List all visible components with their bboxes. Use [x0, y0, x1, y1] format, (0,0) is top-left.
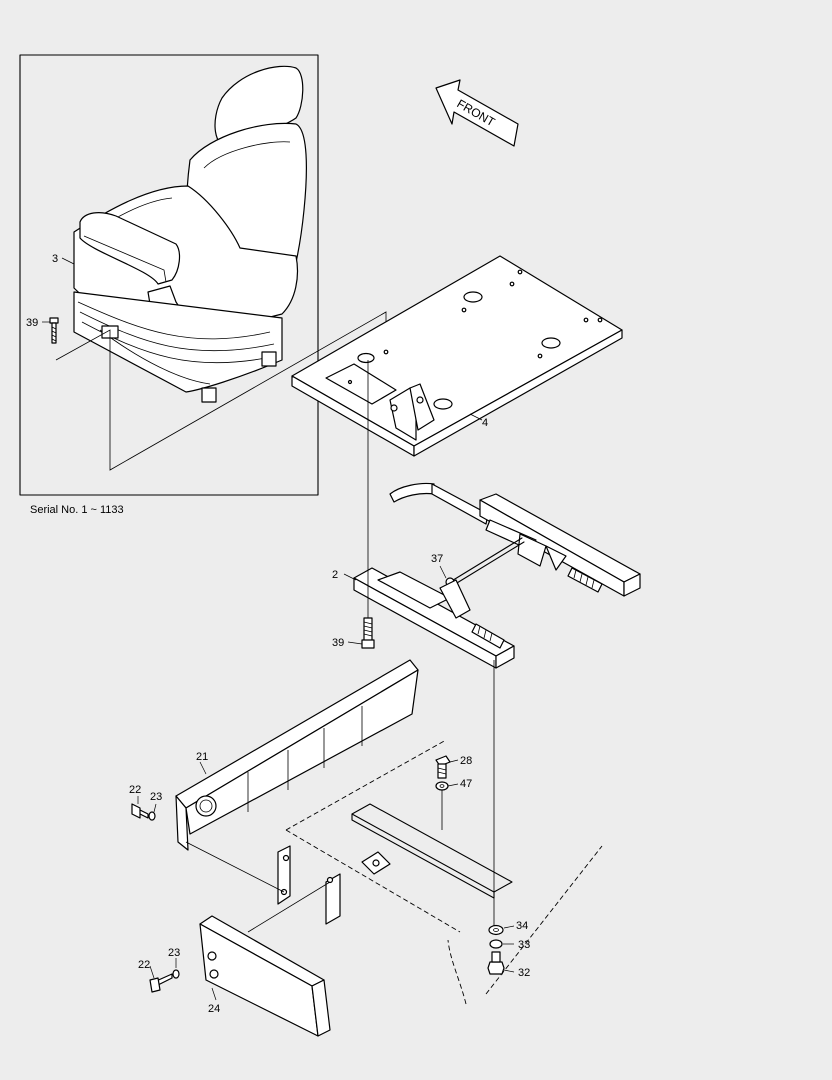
callout-39-inset: 39 [26, 317, 38, 329]
callout-33: 33 [518, 939, 530, 951]
bolt-39-rail [347, 617, 375, 649]
front-direction-arrow: FRONT [435, 79, 519, 147]
callout-28: 28 [460, 755, 472, 767]
bolt-39-inset [42, 317, 59, 344]
operator-seat [73, 65, 307, 403]
callout-47: 47 [460, 778, 472, 790]
side-cover [175, 659, 419, 851]
serial-number-note: Serial No. 1 ~ 1133 [30, 504, 124, 516]
callout-21: 21 [196, 751, 208, 763]
callout-2: 2 [332, 569, 338, 581]
screw-22-lower [149, 958, 180, 993]
callout-22-upper: 22 [129, 784, 141, 796]
seat-slide-assembly [389, 482, 641, 597]
screw-22-upper [131, 796, 157, 821]
callout-34: 34 [516, 920, 528, 932]
mounting-base-outline [185, 739, 603, 1005]
callout-24: 24 [208, 1003, 220, 1015]
callout-labels: 3 39 4 37 2 39 21 28 47 22 23 34 33 32 2… [26, 253, 530, 1015]
callout-3: 3 [52, 253, 58, 265]
bolt-32-washers-33-34 [487, 924, 515, 975]
alignment-lines [367, 360, 495, 928]
callout-23-upper: 23 [150, 791, 162, 803]
bolt-28-washer-47 [435, 755, 459, 830]
callout-39-rail: 39 [332, 637, 344, 649]
seat-plate [291, 255, 623, 457]
seat-inset-frame [19, 54, 319, 496]
callout-37: 37 [431, 553, 443, 565]
seat-rail-left [343, 567, 515, 669]
front-cover-plate [199, 915, 331, 1037]
callout-22-lower: 22 [138, 959, 150, 971]
callout-4: 4 [482, 417, 488, 429]
link-cable [439, 537, 525, 587]
callout-23-lower: 23 [168, 947, 180, 959]
callout-32: 32 [518, 967, 530, 979]
